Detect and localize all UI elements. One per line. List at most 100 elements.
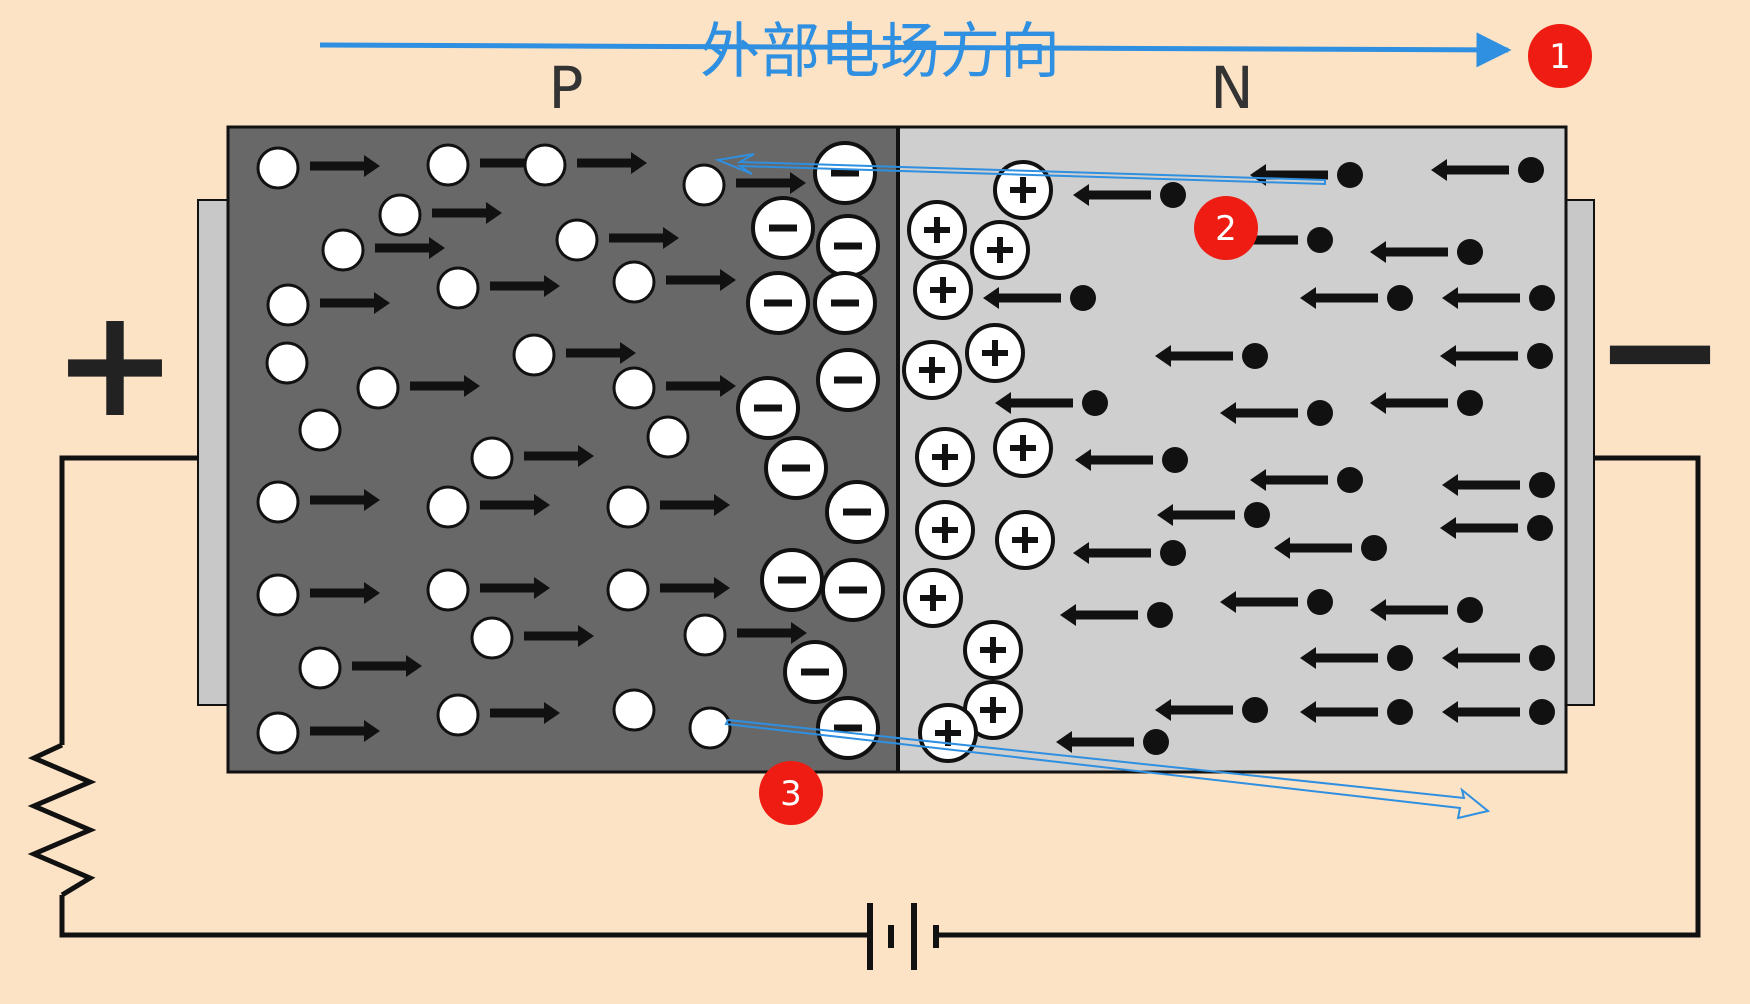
arrow-left-icon (1073, 184, 1151, 206)
arrow-right-icon (310, 489, 380, 511)
hole (256, 711, 300, 755)
arrow-right-icon (490, 702, 560, 724)
arrow-right-icon (310, 582, 380, 604)
arrow-left-icon (1250, 469, 1328, 491)
arrow-right-icon (310, 720, 380, 742)
arrow-left-icon (1073, 542, 1151, 564)
negative-ion (816, 214, 880, 278)
hole (265, 341, 309, 385)
hole (523, 143, 567, 187)
arrow-left-icon (1442, 701, 1520, 723)
arrow-right-icon (737, 622, 807, 644)
arrow-left-icon (1370, 599, 1448, 621)
hole (612, 688, 656, 732)
wire-left-top (59, 455, 200, 745)
positive-terminal-sign: + (52, 277, 178, 451)
arrow-left-icon (1056, 731, 1134, 753)
arrow-left-icon (1155, 345, 1233, 367)
negative-ion (760, 548, 824, 612)
arrow-left-icon (1431, 159, 1509, 181)
arrow-right-icon (352, 655, 422, 677)
electron (1457, 239, 1483, 265)
electron (1070, 285, 1096, 311)
electron (1143, 729, 1169, 755)
negative-ion (821, 558, 885, 622)
hole (470, 616, 514, 660)
arrow-left-icon (1274, 537, 1352, 559)
negative-ion (813, 271, 877, 335)
arrow-right-icon (566, 342, 636, 364)
field-direction-label: 外部电场方向 (700, 17, 1060, 87)
arrow-left-icon (1370, 392, 1448, 414)
hole (612, 366, 656, 410)
arrow-right-icon (375, 237, 445, 259)
electron (1307, 227, 1333, 253)
arrow-right-icon (660, 494, 730, 516)
hole (555, 218, 599, 262)
electron (1160, 182, 1186, 208)
callout-1: 1 (1528, 24, 1592, 88)
hole (606, 568, 650, 612)
hole (683, 613, 727, 657)
positive-ion (907, 200, 967, 260)
electron (1529, 285, 1555, 311)
negative-ion (816, 348, 880, 412)
electron (1082, 390, 1108, 416)
electron (1242, 343, 1268, 369)
hole (356, 366, 400, 410)
negative-ions-group (736, 141, 889, 760)
hole (512, 333, 556, 377)
positive-ion (970, 220, 1030, 280)
positive-ion (902, 340, 962, 400)
arrow-left-icon (1220, 591, 1298, 613)
arrow-right-icon (480, 577, 550, 599)
electron (1527, 515, 1553, 541)
hole (470, 436, 514, 480)
positive-ion (963, 680, 1023, 740)
arrow-left-icon (1060, 604, 1138, 626)
arrow-left-icon (1300, 701, 1378, 723)
field-direction-arrow (319, 32, 1512, 68)
left-electrode (197, 199, 229, 706)
electrons-group (983, 157, 1555, 755)
electron (1244, 502, 1270, 528)
wire-right (938, 455, 1701, 938)
arrow-right-icon (666, 269, 736, 291)
hole (646, 415, 690, 459)
electron (1387, 285, 1413, 311)
arrow-left-icon (1157, 504, 1235, 526)
arrow-left-icon (1370, 241, 1448, 263)
arrow-right-icon (524, 625, 594, 647)
arrow-left-icon (1442, 647, 1520, 669)
arrow-right-icon (609, 227, 679, 249)
hole (426, 568, 470, 612)
negative-terminal-sign: − (1593, 256, 1727, 443)
arrow-right-icon (480, 494, 550, 516)
arrow-right-icon (736, 172, 806, 194)
arrow-left-icon (1300, 647, 1378, 669)
negative-ion (746, 271, 810, 335)
callout-2: 2 (1194, 196, 1258, 260)
positive-ion (993, 418, 1053, 478)
positive-ion (995, 510, 1055, 570)
hole (436, 693, 480, 737)
arrow-left-icon (1220, 402, 1298, 424)
electron (1529, 645, 1555, 671)
battery-icon (867, 903, 939, 970)
hole (256, 480, 300, 524)
arrow-right-icon (410, 375, 480, 397)
electron (1518, 157, 1544, 183)
electron (1527, 343, 1553, 369)
hole (688, 706, 732, 750)
arrow-right-icon (660, 577, 730, 599)
hole (256, 573, 300, 617)
arrow-left-icon (1250, 164, 1328, 186)
electron (1307, 400, 1333, 426)
electron (1529, 699, 1555, 725)
hole (426, 485, 470, 529)
n-region-label: N (1210, 54, 1253, 122)
electron (1529, 472, 1555, 498)
negative-ion (813, 141, 877, 205)
hole (266, 283, 310, 327)
